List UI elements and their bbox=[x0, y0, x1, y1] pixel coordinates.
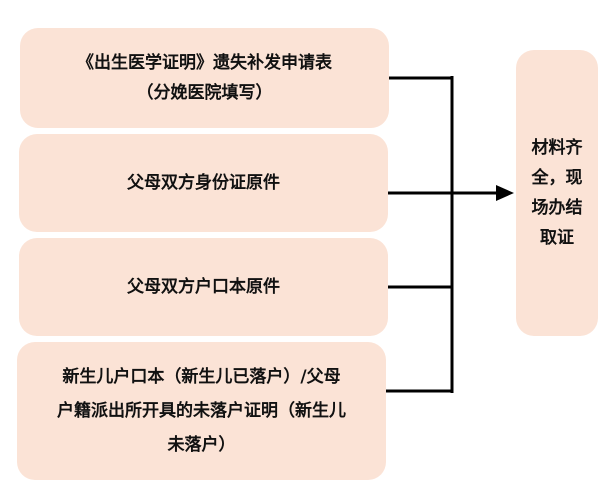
document-label-line: 新生儿户口本（新生儿已落户）/父母 bbox=[62, 367, 341, 387]
document-label-line: 《出生医学证明》遗失补发申请表 bbox=[77, 53, 332, 73]
document-label-line: 户籍派出所开具的未落户证明（新生儿 bbox=[57, 401, 346, 421]
document-box-parents-id-cards: 父母双方身份证原件 bbox=[19, 134, 388, 232]
document-label-line: 父母双方身份证原件 bbox=[127, 173, 280, 193]
result-label-line: 场办结 bbox=[531, 198, 583, 218]
result-box-certificate-issued: 材料齐 全，现 场办结 取证 bbox=[516, 50, 598, 336]
document-box-birth-certificate-form: 《出生医学证明》遗失补发申请表 （分娩医院填写） bbox=[20, 28, 389, 128]
document-box-parents-household-register: 父母双方户口本原件 bbox=[19, 238, 388, 336]
document-box-newborn-household-proof: 新生儿户口本（新生儿已落户）/父母 户籍派出所开具的未落户证明（新生儿 未落户） bbox=[17, 342, 386, 480]
result-label-line: 取证 bbox=[540, 228, 574, 248]
document-label-line: （分娩医院填写） bbox=[136, 83, 273, 103]
arrow-head-icon bbox=[496, 185, 514, 201]
result-label-line: 材料齐 bbox=[531, 138, 583, 158]
result-label-line: 全，现 bbox=[531, 168, 583, 188]
document-label-line: 未落户） bbox=[167, 435, 236, 455]
document-label-line: 父母双方户口本原件 bbox=[127, 277, 280, 297]
